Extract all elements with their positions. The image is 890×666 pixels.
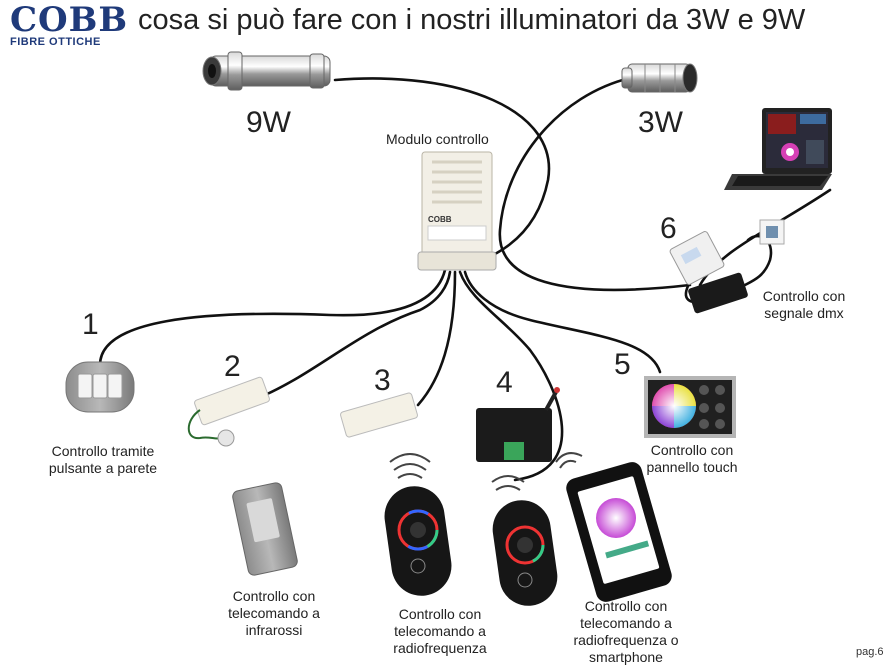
ir-remote <box>232 482 298 576</box>
cable-2 <box>263 270 452 397</box>
svg-text:COBB: COBB <box>428 215 452 224</box>
label-module: Modulo controllo <box>386 131 489 147</box>
dmx-wall-socket <box>759 219 785 245</box>
option-number-2: 2 <box>224 350 241 383</box>
wall-switch <box>65 361 135 413</box>
rf-controller <box>340 392 418 438</box>
touch-panel <box>644 376 736 438</box>
cable-5 <box>463 270 662 374</box>
rf-remote-3 <box>384 486 452 596</box>
control-module: COBB <box>417 151 497 271</box>
smartphone <box>566 462 672 602</box>
power-supply <box>688 272 748 314</box>
option-number-6: 6 <box>660 212 677 245</box>
cable-3 <box>416 270 457 407</box>
page-title: cosa si può fare con i nostri illuminato… <box>138 4 806 36</box>
option-number-5: 5 <box>614 348 631 381</box>
illuminator-9w <box>202 51 331 91</box>
cable-psu <box>743 234 773 287</box>
option-number-3: 3 <box>374 364 391 397</box>
cable-1 <box>98 268 447 367</box>
cable-3w <box>498 76 692 292</box>
rf-remote-4 <box>492 500 558 606</box>
option-number-1: 1 <box>82 308 99 341</box>
page-number: pag.6 <box>856 646 884 658</box>
wifi-signal <box>555 452 583 469</box>
cable-4 <box>458 270 564 482</box>
brand-tagline: FIBRE OTTICHE <box>10 36 101 48</box>
option-number-4: 4 <box>496 366 513 399</box>
label-3w: 3W <box>638 106 683 139</box>
wifi-controller <box>476 387 560 462</box>
illuminator-3w <box>621 63 698 93</box>
brand-logo: COBB <box>10 0 129 40</box>
rf-signal-4 <box>491 475 525 491</box>
laptop <box>724 108 832 190</box>
ir-controller <box>187 376 270 447</box>
rf-signal-3 <box>389 453 431 479</box>
dmx-decoder <box>669 231 725 285</box>
label-9w: 9W <box>246 106 291 139</box>
